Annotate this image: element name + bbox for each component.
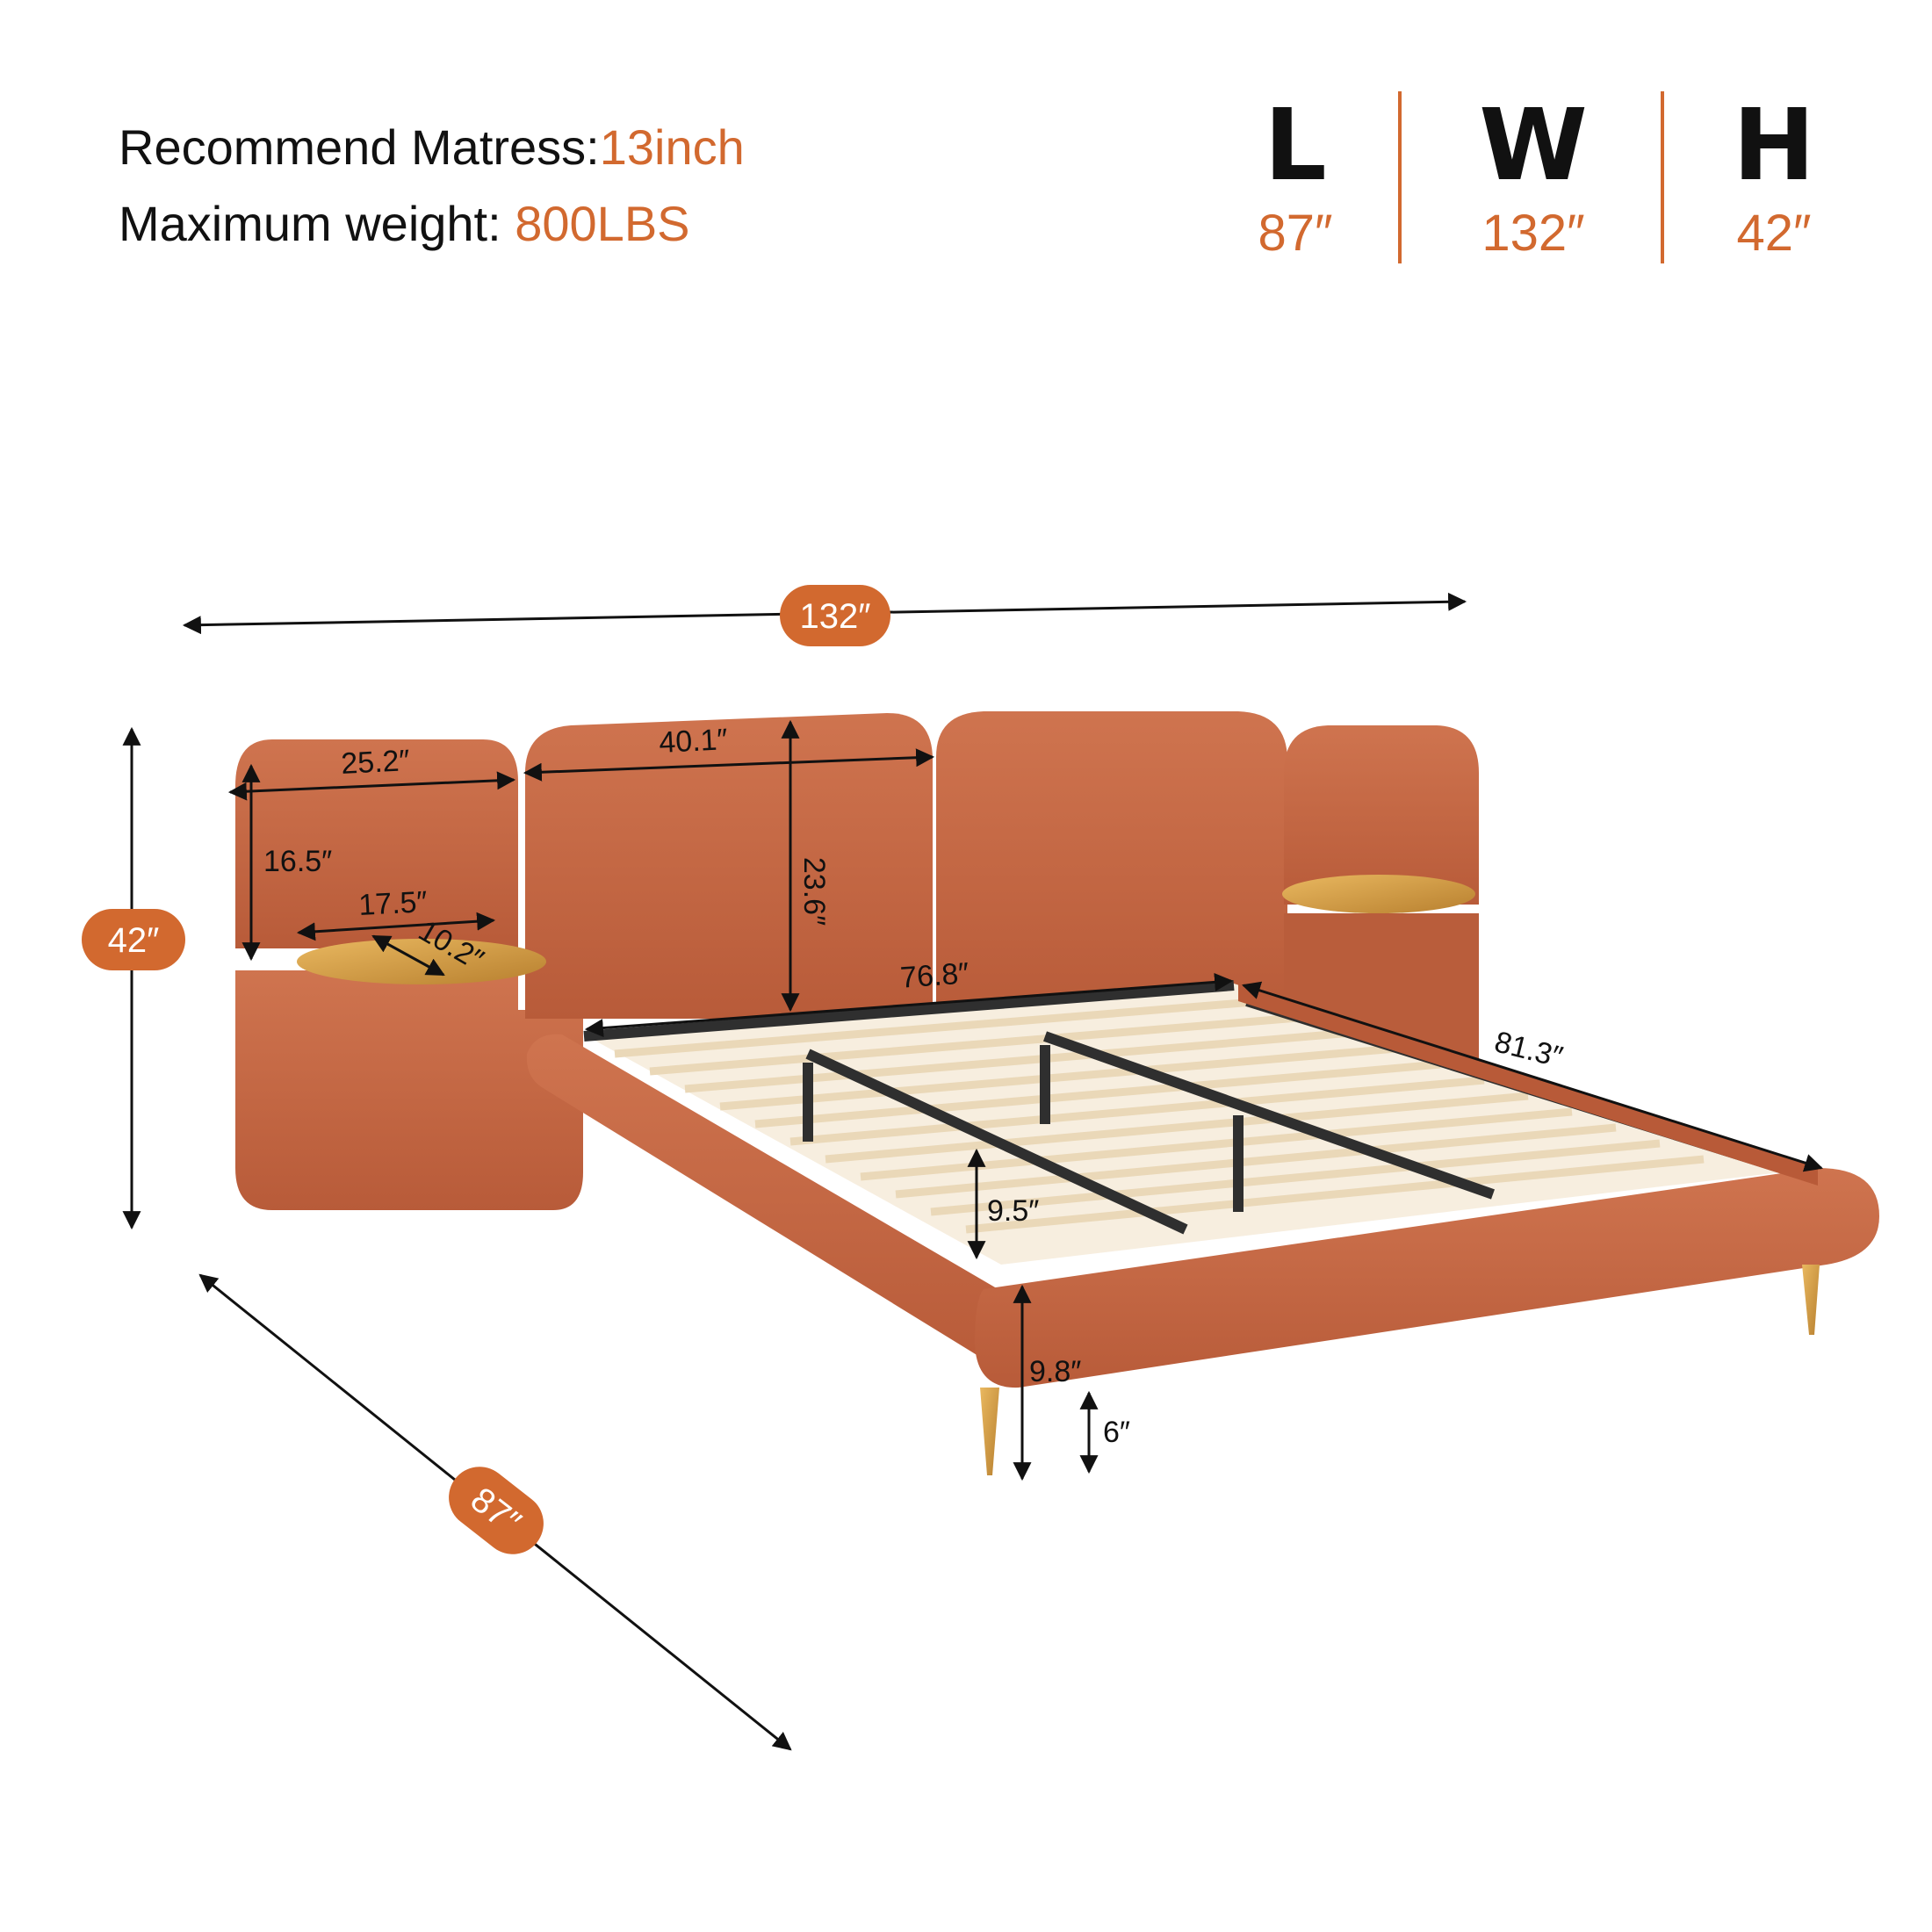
leg-height-label: 6″ — [1103, 1416, 1130, 1449]
overall-width-value: 132″ — [1481, 205, 1585, 262]
right-shelf — [1282, 875, 1475, 913]
dimension-divider — [1398, 91, 1402, 263]
mattress-value: 13inch — [599, 119, 745, 175]
front-right-leg — [1802, 1265, 1820, 1335]
front-left-leg — [980, 1388, 999, 1475]
side-cushion-width-label: 25.2″ — [340, 744, 410, 781]
foot-rail — [975, 1168, 1879, 1388]
headboard-width-label: 40.1″ — [658, 723, 728, 760]
width-callout: 132″ — [780, 585, 890, 646]
rail-inner-height-label: 9.5″ — [987, 1194, 1039, 1228]
headboard-width-line — [523, 748, 935, 782]
headboard-height-label: 23.6″ — [797, 857, 831, 926]
shelf-width-label: 17.5″ — [357, 885, 428, 922]
overall-width: W 132″ — [1445, 97, 1621, 263]
right-side-cushion — [1284, 725, 1479, 905]
height-callout: 42″ — [82, 909, 185, 970]
left-side-cushion-lower — [235, 970, 583, 1210]
shelf-depth-line — [371, 934, 445, 977]
inner-length-line — [1241, 981, 1824, 1172]
left-side-rail — [526, 1034, 1001, 1370]
side-cushion-width-line — [227, 771, 516, 801]
headboard-panel-right — [936, 711, 1287, 1019]
width-pill — [780, 585, 890, 646]
height-callout-text: 42″ — [108, 921, 160, 960]
overall-width-letter: W — [1479, 89, 1588, 203]
inner-width-line — [584, 972, 1234, 1038]
length-pill — [449, 1467, 544, 1554]
height-pill — [82, 909, 185, 970]
width-callout-text: 132″ — [800, 597, 871, 636]
rail-height-label: 9.8″ — [1029, 1355, 1081, 1388]
headboard-panel-left — [525, 713, 933, 1019]
overall-length: L 87″ — [1208, 97, 1383, 263]
overall-height-letter: H — [1733, 89, 1815, 203]
support-legs — [803, 1045, 1244, 1212]
weight-label: Maximum weight: — [119, 196, 515, 251]
dimension-divider — [1661, 91, 1664, 263]
weight-value: 800LBS — [515, 196, 690, 251]
overall-height: H 42″ — [1686, 97, 1862, 263]
spec-weight: Maximum weight: 800LBS — [119, 195, 690, 252]
support-rail — [805, 1049, 1188, 1235]
length-callout: 87″ — [449, 1467, 544, 1554]
inner-width-label: 76.8″ — [899, 956, 970, 994]
mattress-label: Recommend Matress: — [119, 119, 600, 175]
overall-height-value: 42″ — [1736, 205, 1812, 262]
side-cushion-height-label: 16.5″ — [263, 845, 332, 878]
overall-length-value: 87″ — [1258, 205, 1333, 262]
spec-mattress: Recommend Matress:13inch — [119, 119, 745, 176]
shelf-width-line — [296, 912, 496, 941]
overall-length-letter: L — [1264, 89, 1327, 203]
slat — [684, 1028, 1353, 1093]
